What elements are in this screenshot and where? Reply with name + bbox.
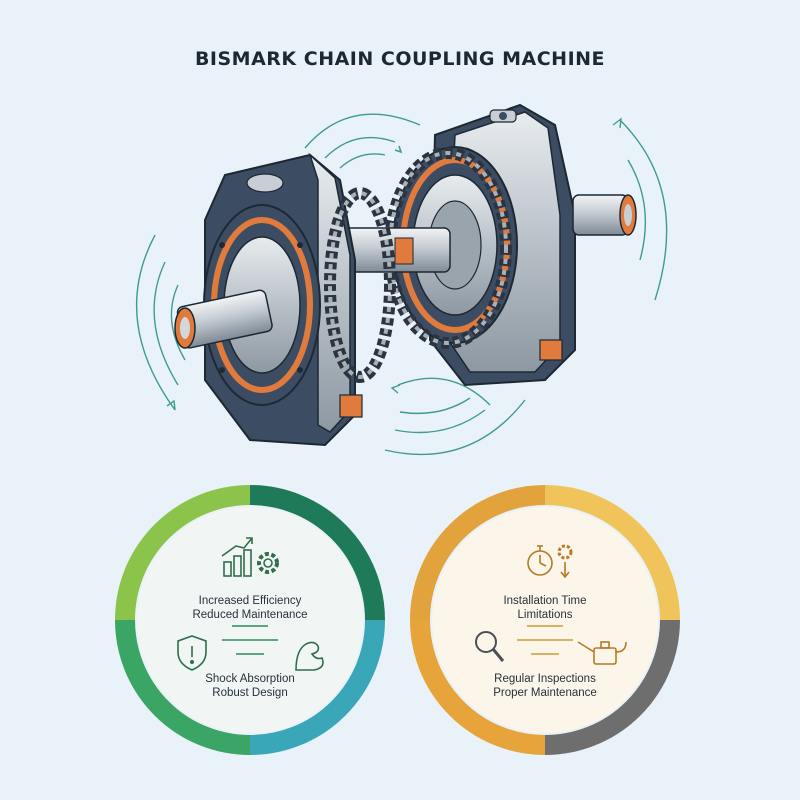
chain-ring-left (324, 187, 396, 383)
rotation-arcs (135, 113, 668, 456)
disadvantage-limitations: Limitations (517, 609, 573, 621)
shield-alert-icon (177, 635, 207, 671)
left-coupling-unit (174, 152, 363, 447)
disadvantage-proper-maintenance: Proper Maintenance (493, 687, 597, 699)
growth-chart-icon (221, 537, 253, 577)
oil-can-icon (577, 641, 627, 665)
advantage-reduced-maintenance: Reduced Maintenance (192, 609, 308, 621)
flexed-arm-icon (295, 641, 324, 671)
disadvantage-regular-inspections: Regular Inspections (494, 673, 596, 685)
advantage-shock-absorption: Shock Absorption (205, 673, 295, 685)
disadvantages-top-text: Installation Time Limitations (445, 594, 645, 622)
magnifier-icon (475, 631, 505, 662)
gear-icon (257, 552, 279, 574)
disadvantage-installation-time: Installation Time (503, 595, 587, 607)
advantages-ring (115, 485, 385, 755)
central-shaft (329, 227, 451, 273)
gear-down-icon (557, 544, 573, 579)
advantage-robust-design: Robust Design (212, 687, 288, 699)
stopwatch-icon (527, 545, 553, 576)
advantages-top-text: Increased Efficiency Reduced Maintenance (150, 594, 350, 622)
advantages-bottom-text: Shock Absorption Robust Design (150, 672, 350, 700)
disadvantages-bottom-text: Regular Inspections Proper Maintenance (445, 672, 645, 700)
page-title: BISMARK CHAIN COUPLING MACHINE (194, 48, 606, 70)
disadvantages-ring (410, 485, 680, 755)
advantage-increased-efficiency: Increased Efficiency (198, 595, 302, 607)
